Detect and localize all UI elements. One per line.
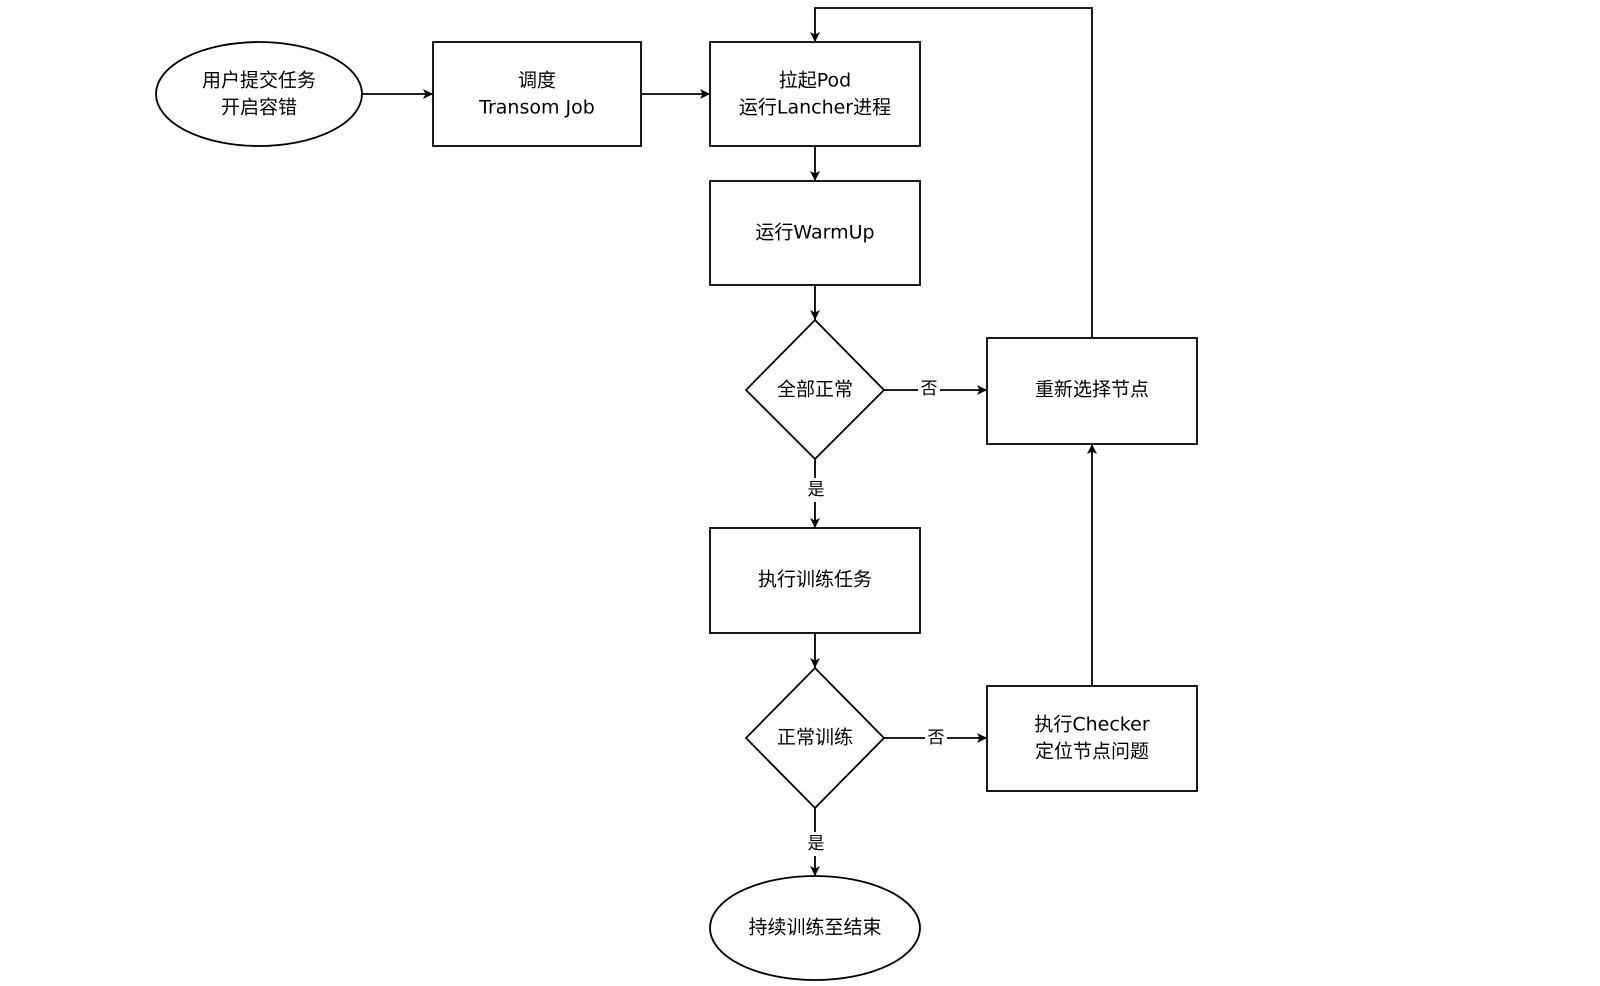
node-all-ok-decision: 全部正常 — [744, 318, 886, 461]
node-warmup-line1: 运行WarmUp — [755, 222, 874, 244]
node-schedule-line2: Transom Job — [478, 97, 595, 119]
node-launch-line2: 运行Lancher进程 — [739, 97, 891, 119]
node-start-line1: 用户提交任务 — [202, 70, 316, 92]
edge-label-all-ok-no: 否 — [921, 379, 938, 399]
node-reselect-line1: 重新选择节点 — [1035, 379, 1149, 401]
edge-label-train-ok-no: 否 — [928, 728, 945, 748]
node-warmup: 运行WarmUp — [709, 180, 921, 286]
node-train-ok-decision: 正常训练 — [744, 666, 886, 810]
node-start-line2: 开启容错 — [221, 97, 297, 119]
node-reselect: 重新选择节点 — [986, 337, 1198, 445]
node-train-ok-line1: 正常训练 — [777, 727, 853, 749]
node-all-ok-line1: 全部正常 — [777, 379, 853, 401]
node-checker: 执行Checker 定位节点问题 — [986, 685, 1198, 792]
node-checker-line1: 执行Checker — [1034, 714, 1149, 736]
node-launch-line1: 拉起Pod — [779, 70, 851, 92]
edge-reselect-to-launch — [810, 7, 1093, 338]
node-start: 用户提交任务 开启容错 — [155, 41, 363, 147]
node-train: 执行训练任务 — [709, 527, 921, 634]
node-schedule-line1: 调度 — [518, 70, 556, 92]
node-end: 持续训练至结束 — [709, 875, 921, 981]
edge-label-all-ok-yes: 是 — [808, 480, 825, 500]
node-checker-line2: 定位节点问题 — [1035, 741, 1149, 763]
node-schedule: 调度 Transom Job — [432, 41, 642, 147]
edge-label-train-ok-yes: 是 — [808, 834, 825, 854]
edge-labels: 否 是 否 是 — [805, 378, 947, 856]
node-end-line1: 持续训练至结束 — [748, 917, 881, 939]
node-launch: 拉起Pod 运行Lancher进程 — [709, 41, 921, 147]
node-train-line1: 执行训练任务 — [758, 569, 872, 591]
